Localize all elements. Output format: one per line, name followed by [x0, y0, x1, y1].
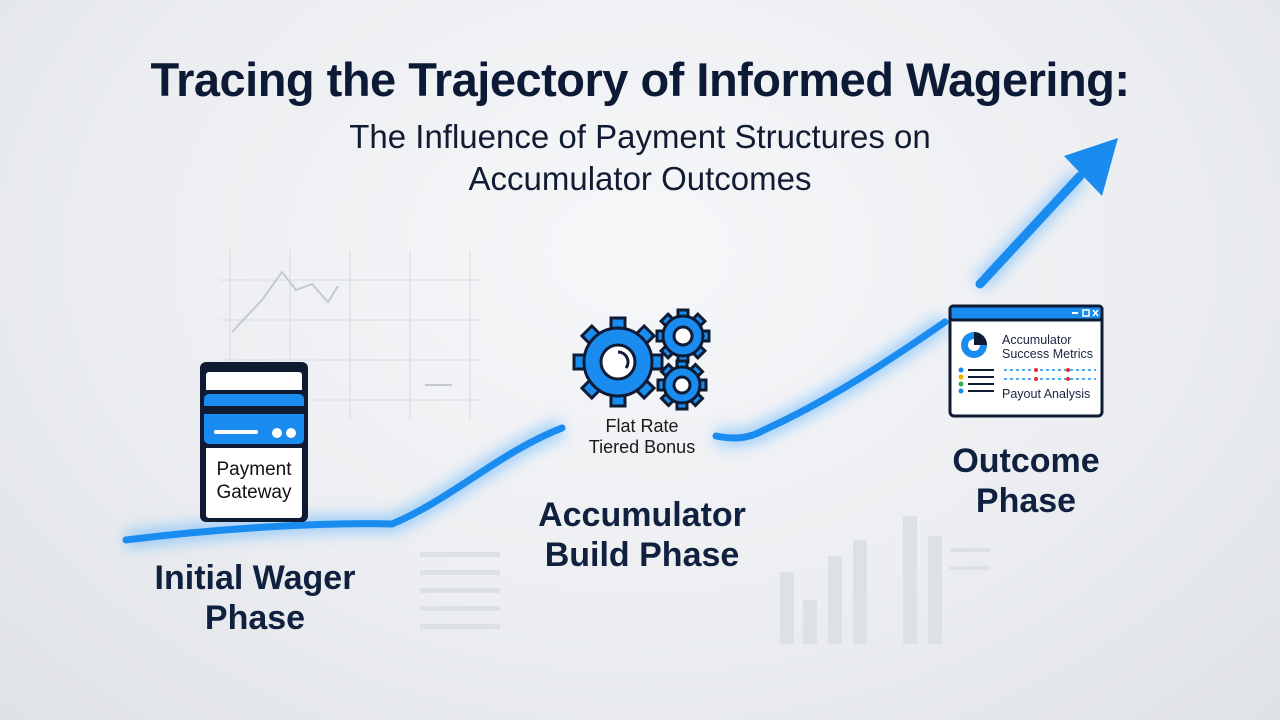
subtitle-line-2: Accumulator Outcomes [468, 160, 812, 197]
phase-initial-wager: Initial Wager Phase [110, 558, 400, 638]
subtitle-line-1: The Influence of Payment Structures on [349, 118, 931, 155]
payment-gateway-label: Payment Gateway [200, 458, 308, 504]
page-subtitle: The Influence of Payment Structures on A… [0, 116, 1280, 200]
option-tiered-bonus: Tiered Bonus [588, 437, 696, 457]
trajectory-arrow-icon [1064, 138, 1118, 196]
gateway-line-1: Payment [216, 459, 292, 480]
trajectory-line-end [975, 171, 1085, 289]
phase-initial-line-2: Phase [204, 599, 306, 637]
gears-icon [572, 308, 711, 411]
phase-accumulator-build: Accumulator Build Phase [490, 495, 794, 575]
dashboard-title-1: Accumulator [1002, 333, 1072, 347]
phase-outcome-line-1: Outcome [952, 442, 1100, 480]
dashboard-window-icon [948, 304, 1104, 418]
gateway-line-2: Gateway [216, 482, 292, 503]
phase-outcome-line-2: Phase [975, 482, 1077, 520]
credit-card-icon [200, 362, 308, 522]
payment-structure-options: Flat Rate Tiered Bonus [560, 416, 724, 458]
option-flat-rate: Flat Rate [605, 416, 679, 436]
dashboard-title-2: Success Metrics [1002, 347, 1093, 361]
trajectory-line [122, 424, 566, 544]
phase-build-line-1: Accumulator [538, 496, 746, 534]
trajectory-line-mid [712, 318, 949, 442]
phase-build-line-2: Build Phase [544, 536, 740, 574]
phase-outcome: Outcome Phase [900, 441, 1152, 521]
page-title: Tracing the Trajectory of Informed Wager… [150, 53, 1130, 106]
dashboard-footer: Payout Analysis [1002, 387, 1091, 401]
phase-initial-line-1: Initial Wager [154, 559, 356, 597]
